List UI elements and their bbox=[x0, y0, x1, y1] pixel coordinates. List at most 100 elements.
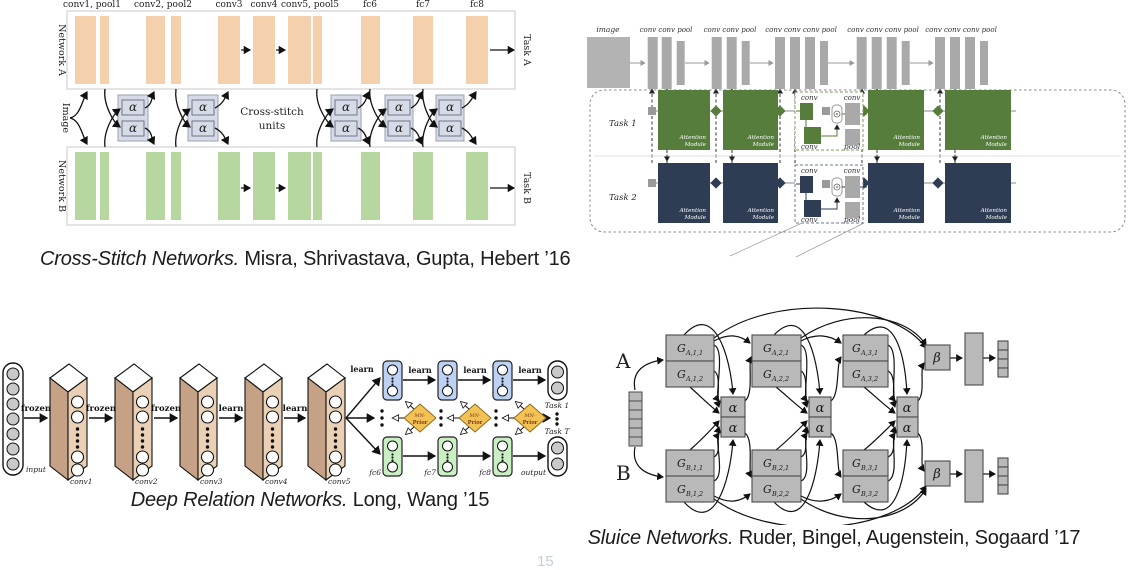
module-connectors bbox=[648, 105, 944, 189]
g-label: G bbox=[763, 342, 772, 355]
edge-label: learn bbox=[283, 404, 308, 414]
group-label: conv conv pool bbox=[640, 26, 693, 34]
attention-label: Module bbox=[898, 215, 921, 221]
output-capsules bbox=[547, 360, 568, 477]
fc-arrows bbox=[403, 375, 552, 461]
caption-authors: Long, Wang ’15 bbox=[347, 489, 490, 511]
alpha: α bbox=[342, 121, 350, 135]
caption-sluice: Sluice Networks. Ruder, Bingel, Augenste… bbox=[574, 527, 1094, 550]
prism-conv3 bbox=[179, 363, 218, 482]
conv-group-labels: conv conv pool conv conv pool conv conv … bbox=[640, 26, 997, 34]
edge-label: learn bbox=[219, 404, 244, 414]
alpha: α bbox=[199, 100, 207, 114]
group-label: conv conv conv pool bbox=[847, 26, 919, 34]
learn-labels: learn learn learn learn bbox=[350, 364, 542, 375]
alpha: α bbox=[395, 121, 403, 135]
conv-label: conv4 bbox=[265, 477, 288, 486]
network-a-bars bbox=[75, 16, 488, 84]
learn-label: learn bbox=[350, 364, 374, 374]
prism-conv1 bbox=[49, 363, 88, 482]
attention-label: Module bbox=[898, 142, 921, 148]
g-sub: B,2,1 bbox=[771, 464, 789, 472]
fc-labels: fc6 fc7 fc8 output bbox=[368, 468, 547, 477]
task-a-label: A bbox=[615, 349, 631, 373]
attention-label: Module bbox=[684, 142, 707, 148]
side-labels: Network A Image Network B Task A Task B bbox=[56, 24, 532, 212]
g-label: G bbox=[677, 457, 686, 470]
network-b-bars bbox=[75, 152, 488, 220]
attention-label: Module bbox=[752, 142, 775, 148]
edge-labels: frozen frozen frozen learn learn bbox=[21, 404, 308, 414]
g-label: G bbox=[677, 483, 686, 496]
cross-stitch-title-line1: Cross-stitch bbox=[240, 106, 304, 118]
conv-label: conv bbox=[801, 167, 818, 175]
layer-label: fc6 bbox=[363, 0, 377, 10]
edge-label: frozen bbox=[86, 404, 116, 414]
task-b-label: Task B bbox=[521, 172, 532, 204]
g-label: G bbox=[763, 483, 772, 496]
task-a-label: Task A bbox=[521, 34, 532, 66]
g-label: G bbox=[677, 368, 686, 381]
group-label: conv conv conv pool bbox=[765, 26, 837, 34]
fc-label: fc7 bbox=[423, 468, 436, 477]
beta: β bbox=[932, 467, 941, 482]
attention-label: Attention bbox=[893, 135, 921, 141]
prior-label: MN- bbox=[468, 413, 480, 419]
learn-label: learn bbox=[408, 365, 432, 375]
task1-label: Task 1 bbox=[545, 401, 569, 410]
forward-arrows bbox=[241, 45, 516, 193]
alpha: α bbox=[129, 100, 137, 114]
caption-authors: Misra, Shrivastava, Gupta, Hebert ’16 bbox=[238, 248, 571, 270]
fc-top-row bbox=[382, 360, 513, 401]
g-sub: B,3,1 bbox=[860, 464, 878, 472]
alpha-labels: αα αα αα αα αα bbox=[129, 100, 454, 135]
g-sub: A,2,2 bbox=[771, 375, 789, 383]
learn-label: learn bbox=[463, 365, 487, 375]
learn-label: learn bbox=[518, 365, 542, 375]
g-label: G bbox=[852, 342, 861, 355]
attention-label: Attention bbox=[747, 135, 775, 141]
alpha: α bbox=[903, 421, 912, 436]
prior-label: Prior bbox=[468, 420, 483, 426]
conv-label: conv2 bbox=[135, 477, 158, 486]
sluice-arrows bbox=[633, 307, 996, 525]
attention-container bbox=[589, 89, 1126, 233]
conv-label: conv5 bbox=[328, 477, 351, 486]
alpha: α bbox=[729, 401, 738, 416]
edge-label: frozen bbox=[21, 404, 51, 414]
callout-leaders bbox=[729, 222, 865, 258]
g-sub: A,1,1 bbox=[685, 349, 703, 357]
g-sub: B,2,2 bbox=[771, 490, 789, 498]
task2-label: Task 2 bbox=[609, 193, 637, 203]
g-sub: A,2,1 bbox=[771, 349, 789, 357]
g-label: G bbox=[763, 457, 772, 470]
group-label: conv conv pool bbox=[704, 26, 757, 34]
mtan-diagram: image conv conv pool conv conv pool conv… bbox=[587, 25, 1126, 258]
prior-diamonds: MN- Prior MN- Prior MN- Prior bbox=[393, 402, 547, 434]
prior-label: Prior bbox=[413, 420, 428, 426]
prism-conv4 bbox=[244, 363, 283, 482]
conv-label: conv bbox=[844, 167, 861, 175]
exploded-module-task1: conv conv conv pool bbox=[794, 91, 867, 151]
g-sub: A,3,1 bbox=[860, 349, 878, 357]
row-stubs bbox=[664, 150, 958, 162]
network-a-label: Network A bbox=[56, 24, 67, 76]
page-number-artifact: 15 bbox=[537, 553, 554, 570]
fanout-arrows bbox=[345, 377, 381, 455]
g-label: G bbox=[852, 483, 861, 496]
attention-label: Attention bbox=[679, 135, 707, 141]
conv-label: conv3 bbox=[200, 477, 223, 486]
g-sub: B,1,2 bbox=[685, 490, 703, 498]
caption-deep-relation: Deep Relation Networks. Long, Wang ’15 bbox=[90, 489, 530, 512]
alpha: α bbox=[129, 121, 137, 135]
attention-label: Module bbox=[985, 215, 1008, 221]
conv-labels: conv1 conv2 conv3 conv4 conv5 bbox=[70, 477, 351, 486]
caption-cross-stitch: Cross-Stitch Networks. Misra, Shrivastav… bbox=[40, 248, 571, 271]
layer-label: conv4 bbox=[250, 0, 277, 10]
caption-title: Deep Relation Networks. bbox=[130, 489, 348, 511]
alpha: α bbox=[816, 401, 825, 416]
exploded-module-task2: conv conv conv pool bbox=[794, 164, 867, 224]
